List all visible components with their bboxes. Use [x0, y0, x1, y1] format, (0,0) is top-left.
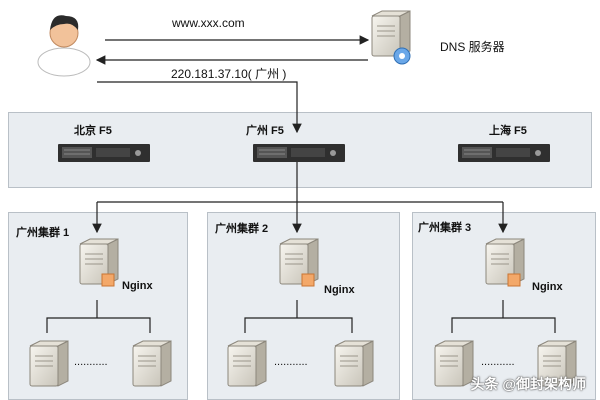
beijing-f5-icon: [57, 143, 151, 163]
cluster-2-title: 广州集群 2: [215, 223, 269, 235]
route-to-f5-arrow: [97, 81, 302, 134]
guangzhou-f5-label: 广州 F5: [246, 125, 284, 137]
nginx-server-icon-2: [280, 239, 318, 286]
nginx-2-label: Nginx: [324, 284, 355, 296]
shanghai-f5-icon: [457, 143, 551, 163]
dns-server-label: DNS 服务器: [440, 40, 505, 54]
nginx-server-icon-3: [486, 239, 524, 286]
shanghai-f5-label: 上海 F5: [489, 125, 527, 137]
user-icon: [37, 15, 91, 77]
cluster-1-ellipsis: ...........: [74, 356, 108, 368]
backend-server-icon: [227, 340, 267, 387]
backend-server-icon: [29, 340, 69, 387]
nginx-2-fanout: [244, 317, 353, 333]
nginx-3-label: Nginx: [532, 281, 563, 293]
watermark: 头条 @御封架构师: [470, 376, 586, 392]
nginx-server-icon-1: [80, 239, 118, 286]
dns-server-icon: [371, 10, 411, 65]
nginx-1-fanout: [46, 317, 151, 333]
domain-label: www.xxx.com: [172, 16, 245, 30]
nginx-1-label: Nginx: [122, 280, 153, 292]
backend-server-icon: [132, 340, 172, 387]
guangzhou-f5-icon: [252, 143, 346, 163]
backend-server-icon: [434, 340, 474, 387]
nginx-3-fanout: [451, 317, 556, 333]
cluster-3-title: 广州集群 3: [418, 222, 472, 234]
backend-server-icon: [334, 340, 374, 387]
cluster-3-ellipsis: ...........: [481, 356, 515, 368]
cluster-1-title: 广州集群 1: [16, 227, 70, 239]
ip-label: 220.181.37.10( 广州 ): [171, 67, 287, 81]
cluster-2-ellipsis: ...........: [274, 356, 308, 368]
beijing-f5-label: 北京 F5: [74, 125, 112, 137]
